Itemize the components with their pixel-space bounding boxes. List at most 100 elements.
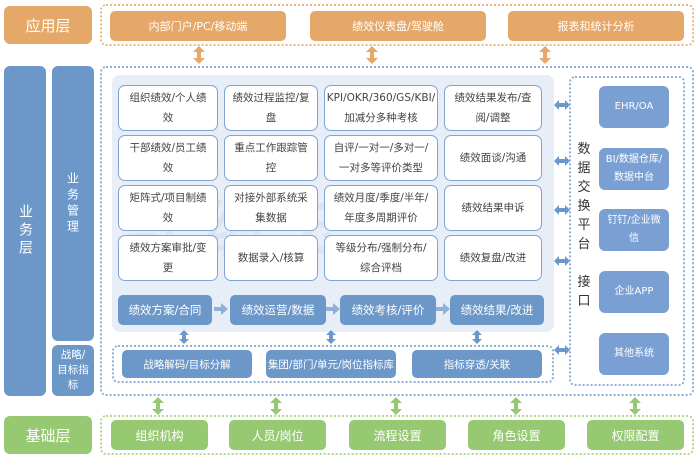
strategy-label: 战略/目标指标 [52,345,94,396]
feature-cell[interactable]: 干部绩效/员工绩效 [118,135,218,181]
business-layer-container [100,66,694,396]
feature-cell-text: 等级分布/强制分布/综合评档 [335,242,427,274]
double-arrow-vertical-icon [629,397,641,415]
app-item-text: 内部门户/PC/移动端 [148,20,248,33]
system-text: BI/数据仓库/数据中台 [605,154,663,183]
feature-cell[interactable]: 对接外部系统采集数据 [224,185,318,231]
double-arrow-horizontal-icon [554,100,570,110]
feature-cell-text: 绩效结果发布/查阅/调整 [454,92,532,124]
feature-cell-text: 干部绩效/员工绩效 [129,142,207,174]
system-other[interactable]: 其他系统 [599,333,669,375]
double-arrow-vertical-icon [193,46,205,64]
business-layer-label: 业务层 [4,66,46,396]
feature-cell-text: 组织绩效/个人绩效 [129,92,207,124]
feature-cell[interactable]: 重点工作跟踪管控 [224,135,318,181]
strategy-item-decoding[interactable]: 战略解码/目标分解 [122,350,252,378]
app-item-text: 绩效仪表盘/驾驶舱 [352,20,444,33]
feature-cell[interactable]: KPI/OKR/360/GS/KBI/加减分多种考核 [324,85,438,131]
base-item-text: 角色设置 [492,428,541,443]
double-arrow-horizontal-icon [554,205,570,215]
app-layer-label: 应用层 [4,6,92,44]
flow-step-text: 绩效考核/评价 [351,303,425,317]
app-item-dashboard[interactable]: 绩效仪表盘/驾驶舱 [310,11,486,41]
app-layer-container [100,4,694,46]
feature-cell-text: KPI/OKR/360/GS/KBI/加减分多种考核 [326,92,436,124]
flow-step-operation[interactable]: 绩效运营/数据 [230,295,326,325]
flow-step-assessment[interactable]: 绩效考核/评价 [340,295,436,325]
system-text: 钉钉/企业微信 [607,215,661,244]
double-arrow-vertical-icon [539,46,551,64]
double-arrow-horizontal-icon [554,156,570,166]
base-item-staff[interactable]: 人员/岗位 [229,420,326,450]
base-item-org[interactable]: 组织机构 [111,420,208,450]
base-layer-label-text: 基础层 [25,426,71,445]
feature-cell[interactable]: 组织绩效/个人绩效 [118,85,218,131]
base-item-process[interactable]: 流程设置 [349,420,446,450]
feature-cell-text: 重点工作跟踪管控 [234,142,308,174]
feature-grid: 组织绩效/个人绩效绩效过程监控/复盘 KPI/OKR/360/GS/KBI/加减分… [118,85,548,283]
flow-step-plan[interactable]: 绩效方案/合同 [118,295,212,325]
base-item-text: 人员/岗位 [251,428,304,443]
double-arrow-vertical-icon [270,397,282,415]
system-text: 企业APP [614,286,654,297]
system-bi[interactable]: BI/数据仓库/数据中台 [599,148,669,190]
strategy-container [112,345,554,383]
data-exchange-label: 数据交换平台接口 [574,140,594,311]
double-arrow-vertical-icon [179,330,189,344]
double-arrow-vertical-icon [472,330,482,344]
strategy-item-text: 战略解码/目标分解 [143,358,231,371]
feature-cell-text: 对接外部系统采集数据 [234,192,308,224]
flow-step-result[interactable]: 绩效结果/改进 [450,295,544,325]
system-text: EHR/OA [614,101,654,112]
feature-cell-text: 数据录入/核算 [237,252,305,264]
system-enterprise-app[interactable]: 企业APP [599,271,669,313]
base-item-text: 权限配置 [611,428,660,443]
app-item-reports[interactable]: 报表和统计分析 [508,11,684,41]
feature-cell[interactable]: 绩效月度/季度/半年/年度多周期评价 [324,185,438,231]
system-ehr-oa[interactable]: EHR/OA [599,86,669,128]
arrow-right-icon [326,303,340,315]
strategy-item-text: 集团/部门/单元/岗位指标库 [267,358,395,371]
data-exchange-label-text: 数据交换平台接口 [577,142,591,309]
arrow-right-icon [214,303,228,315]
feature-cell[interactable]: 自评/一对一/多对一/一对多等评价类型 [324,135,438,181]
flow-step-text: 绩效结果/改进 [460,303,534,317]
data-exchange-container [569,76,685,386]
feature-cell[interactable]: 等级分布/强制分布/综合评档 [324,235,438,281]
feature-cell[interactable]: 绩效面谈/沟通 [444,135,542,181]
feature-cell[interactable]: 绩效结果申诉 [444,185,542,231]
feature-cell[interactable]: 数据录入/核算 [224,235,318,281]
base-layer-container [100,415,694,455]
feature-cell-text: 绩效月度/季度/半年/年度多周期评价 [333,192,429,224]
feature-cell[interactable]: 绩效过程监控/复盘 [224,85,318,131]
double-arrow-vertical-icon [390,397,402,415]
double-arrow-vertical-icon [510,397,522,415]
feature-cell-text: 绩效过程监控/复盘 [232,92,310,124]
base-layer-label: 基础层 [4,416,92,454]
feature-cell[interactable]: 绩效复盘/改进 [444,235,542,281]
app-item-portal[interactable]: 内部门户/PC/移动端 [110,11,286,41]
flow-step-text: 绩效运营/数据 [241,303,315,317]
feature-cell-text: 自评/一对一/多对一/一对多等评价类型 [333,142,429,174]
double-arrow-vertical-icon [152,397,164,415]
strategy-item-indicator-library[interactable]: 集团/部门/单元/岗位指标库 [266,350,396,378]
feature-cell-text: 绩效面谈/沟通 [459,152,527,164]
feature-cell[interactable]: 绩效结果发布/查阅/调整 [444,85,542,131]
strategy-item-penetration[interactable]: 指标穿透/关联 [412,350,542,378]
base-item-text: 组织机构 [135,428,184,443]
double-arrow-vertical-icon [326,330,336,344]
feature-cell-text: 绩效复盘/改进 [459,252,527,264]
feature-cell-text: 矩阵式/项目制绩效 [129,192,207,224]
feature-cell[interactable]: 矩阵式/项目制绩效 [118,185,218,231]
business-layer-label-text: 业务层 [17,204,33,258]
strategy-item-text: 指标穿透/关联 [443,358,511,371]
double-arrow-vertical-icon [366,46,378,64]
arrow-right-icon [436,303,450,315]
base-item-role[interactable]: 角色设置 [468,420,565,450]
system-dingtalk-wechat[interactable]: 钉钉/企业微信 [599,209,669,251]
base-item-permission[interactable]: 权限配置 [587,420,684,450]
app-layer-label-text: 应用层 [25,16,71,35]
feature-cell-text: 绩效结果申诉 [461,202,525,214]
app-item-text: 报表和统计分析 [557,20,635,33]
feature-cell[interactable]: 绩效方案审批/变更 [118,235,218,281]
